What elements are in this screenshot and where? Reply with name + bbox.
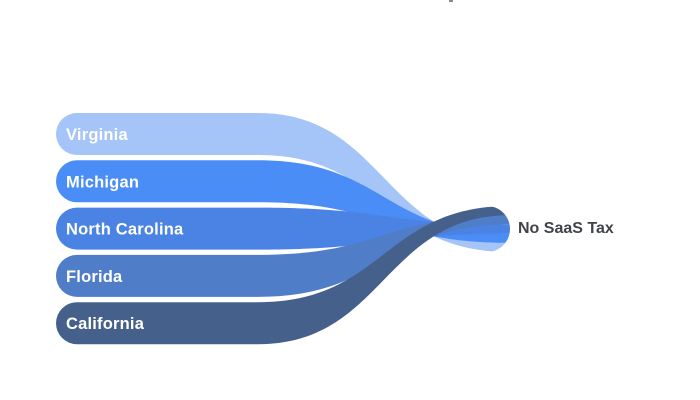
target-node-label: No SaaS Tax [518,220,614,237]
node-label-virginia: Virginia [66,126,128,144]
sankey-flows [56,113,510,345]
node-label-california: California [66,315,145,333]
cropped-title-artifact [449,0,453,2]
node-label-florida: Florida [66,268,123,286]
flow-california[interactable] [56,206,510,345]
node-label-michigan: Michigan [66,173,139,191]
flow-virginia[interactable] [56,113,510,252]
flow-florida[interactable] [56,215,510,297]
node-label-north-carolina: North Carolina [66,221,184,239]
